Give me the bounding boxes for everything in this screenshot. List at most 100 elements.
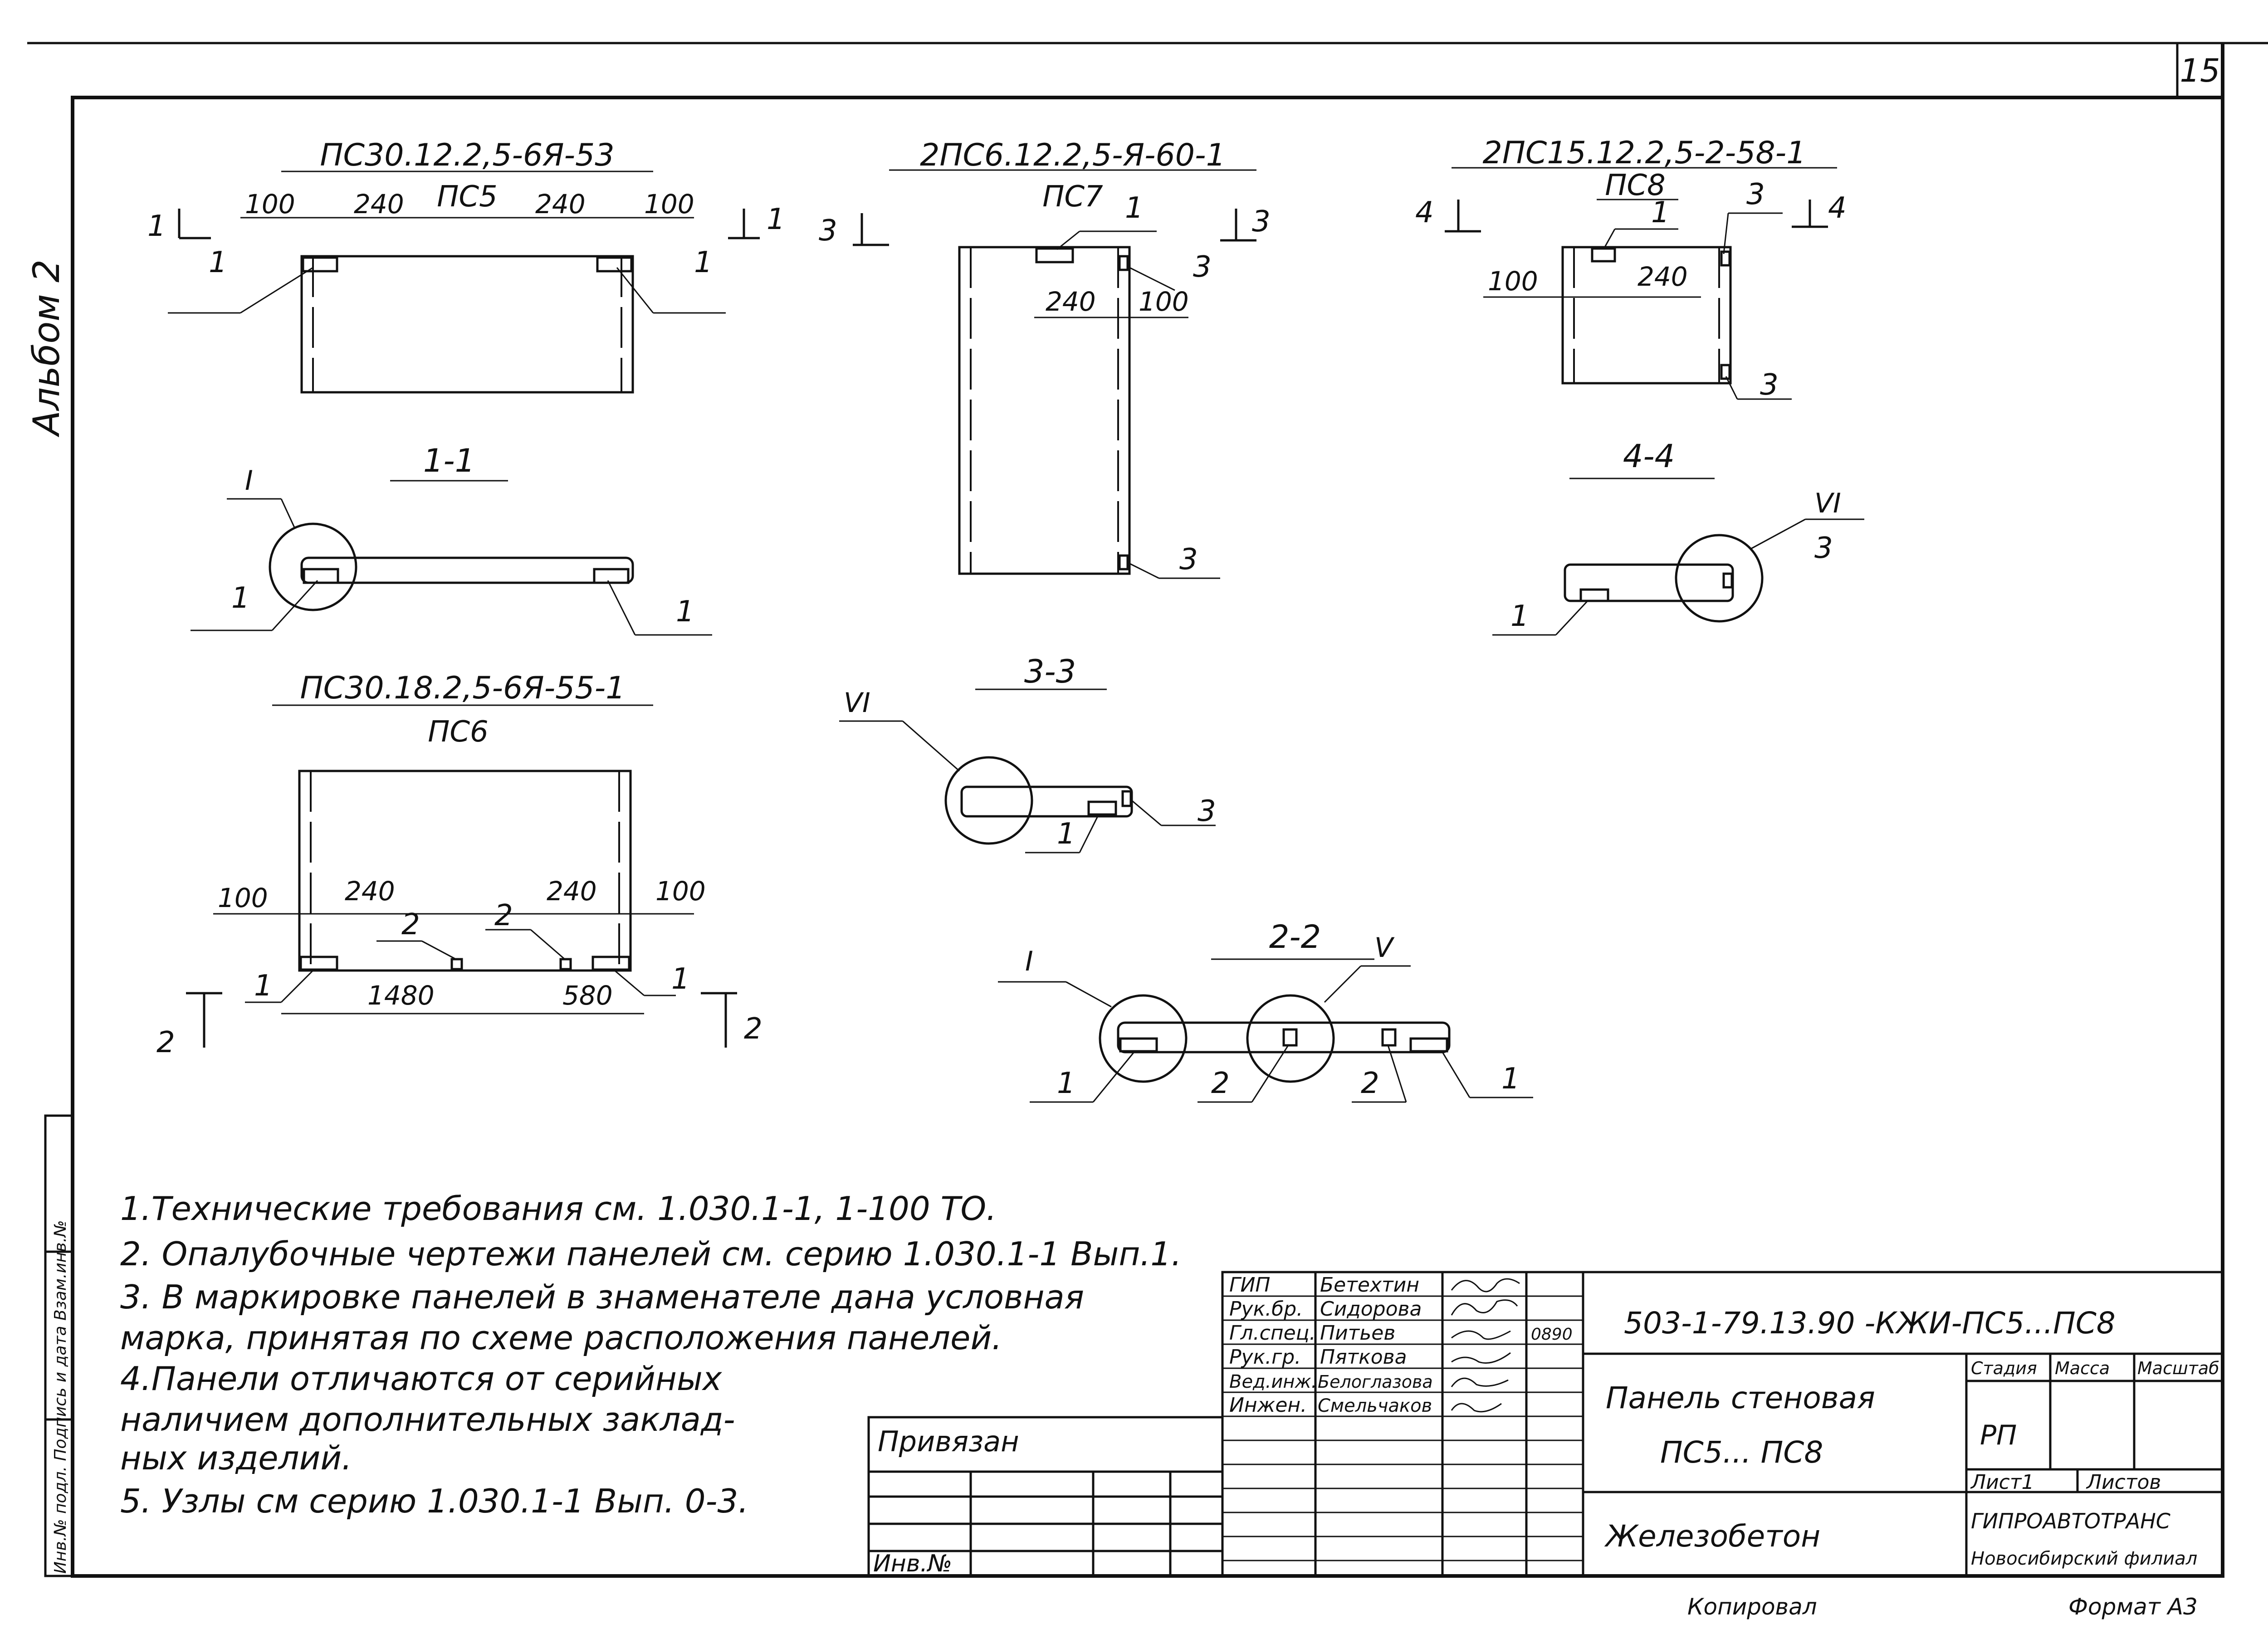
ps5-embed-left (302, 256, 338, 273)
staff-role-6: Инжен. (1229, 1394, 1307, 1417)
signature-1 (1451, 1278, 1520, 1293)
staff-date: 0890 (1531, 1325, 1573, 1344)
staff-name-1: Бетехтин (1320, 1273, 1419, 1297)
ps7-dim-100: 100 (1139, 286, 1189, 317)
section-1-1-embed-left (303, 568, 339, 584)
node-VI-leader-1-2 (902, 720, 960, 772)
notes: 1.Технические требования см. 1.030.1-1, … (120, 1190, 1182, 1520)
staff-role-3: Гл.спец. (1229, 1322, 1316, 1345)
section-2-2-callout-1-right: 1 (1501, 1062, 1520, 1096)
section-2-2-leader-2-left-2 (1251, 1045, 1289, 1102)
ps6-outline (298, 770, 632, 972)
ps6-dim-580: 580 (562, 980, 613, 1011)
ps5-embed-right (596, 256, 633, 273)
ps6-dim-100-right: 100 (655, 876, 706, 907)
ps5-callout-left: 1 (209, 246, 227, 279)
section-3-3-leader-3-2 (1131, 800, 1162, 826)
note-4: 4.Панели отличаются от серийных (120, 1360, 723, 1398)
ps7-leader-1-2 (1056, 230, 1080, 250)
page-number: 15 (2180, 52, 2220, 89)
section-4-4: 4-4 VI 3 1 (1492, 438, 1864, 636)
ps6-code: ПС6 (428, 715, 489, 749)
document-code: 503-1-79.13.90 -КЖИ-ПС5...ПС8 (1624, 1306, 2116, 1341)
section-1-1-callout-right: 1 (676, 595, 694, 629)
ps5-code: ПС5 (437, 180, 498, 214)
staff-role-5: Вед.инж. (1229, 1371, 1317, 1392)
ps6-leader-2-left-2 (421, 940, 456, 960)
ps7-callout-3-top: 3 (1193, 250, 1212, 284)
section-1-1-leader-right-2 (607, 580, 636, 635)
page-number-box (2176, 42, 2224, 99)
section-3-3-embed-side (1121, 790, 1132, 807)
ps7-embed-side-top (1118, 255, 1129, 271)
section-2-2-callout-2-right: 2 (1361, 1067, 1379, 1100)
stage-value: РП (1980, 1419, 2017, 1451)
ps8-dim-100: 100 (1488, 266, 1538, 297)
node-V-circle (1246, 994, 1335, 1083)
ps7-leader-3-top (1129, 267, 1175, 291)
staff-role-4: Рук.гр. (1229, 1346, 1301, 1369)
album-label: Альбом 2 (25, 259, 68, 438)
section-1-1-title: 1-1 (423, 442, 475, 479)
title-block: ГИП Бетехтин Рук.бр. Сидорова Гл.спец. П… (1221, 1271, 2224, 1577)
ps8-leader-1-2 (1603, 229, 1616, 250)
ps5-mark: ПС30.12.2,5-6Я-53 (320, 137, 614, 173)
ps6-cut-right: 2 (744, 1012, 763, 1046)
section-3-3-embed (1087, 800, 1117, 816)
section-4-4-title: 4-4 (1623, 438, 1675, 475)
ps8-embed-side-top (1720, 250, 1731, 267)
title-line-1: Панель стеновая (1606, 1380, 1875, 1415)
section-2-2-leader-2-right-2 (1387, 1045, 1407, 1102)
note-1: 1.Технические требования см. 1.030.1-1, … (120, 1190, 997, 1228)
panel-ps7: 2ПС6.12.2,5-Я-60-1 ПС7 240 100 1 3 3 3 3 (819, 137, 1271, 579)
ps8-embed-top (1591, 247, 1616, 263)
section-3-3-leader-1-2 (1079, 816, 1099, 853)
node-I-leader-2 (280, 498, 296, 529)
ps5-leader-right-2 (616, 267, 654, 313)
ps8-mark: 2ПС15.12.2,5-2-58-1 (1483, 135, 1806, 171)
title-line-2: ПС5... ПС8 (1660, 1435, 1823, 1470)
ps8-leader-3-top-2 (1723, 213, 1729, 254)
copied-label: Копировал (1687, 1594, 1817, 1620)
ps6-leader-1-right-2 (614, 970, 645, 996)
section-4-4-embed-side (1722, 572, 1733, 589)
section-4-4-callout-1: 1 (1510, 600, 1529, 633)
section-1-1-embed-right (593, 568, 630, 584)
ps5-callout-right: 1 (694, 246, 713, 279)
side-stamp (44, 1114, 74, 1577)
section-2-2-embed-mid-1 (1282, 1028, 1298, 1047)
sheets-label: Листов (2086, 1471, 2161, 1494)
section-2-2-leader-1-left-2 (1092, 1052, 1135, 1102)
node-V-leader-2 (1324, 965, 1362, 1003)
ps7-outline (958, 246, 1131, 575)
ps7-cut-right: 3 (1252, 205, 1271, 239)
section-2-2-embed-left (1119, 1037, 1158, 1053)
section-1-1-callout-left: 1 (231, 581, 250, 615)
staff-name-2: Сидорова (1320, 1297, 1422, 1321)
staff-name-6: Смельчаков (1318, 1395, 1432, 1416)
material: Железобетон (1604, 1519, 1820, 1554)
ps8-callout-1: 1 (1651, 196, 1670, 229)
col-mass: Масса (2055, 1358, 2110, 1378)
note-4-cont-1: наличием дополнительных заклад- (120, 1400, 735, 1439)
staff-name-5: Белоглазова (1318, 1372, 1433, 1392)
section-3-3-callout-3: 3 (1198, 795, 1216, 828)
ps6-callout-2-left: 2 (401, 908, 420, 941)
ps6-callout-1-left: 1 (254, 969, 273, 1003)
binding-block: Привязан Инв.№ (867, 1416, 1224, 1577)
node-VI-circle-2 (1675, 534, 1764, 623)
col-scale: Масштаб (2137, 1358, 2219, 1378)
ps6-callout-2-right: 2 (494, 899, 513, 932)
ps5-leader-left-2 (240, 267, 313, 314)
section-2-2-callout-1-left: 1 (1057, 1067, 1075, 1100)
staff-name-4: Пяткова (1320, 1346, 1407, 1369)
signature-4 (1451, 1352, 1511, 1364)
node-I-label-2: I (1025, 946, 1033, 977)
section-2-2: 2-2 I V 1 2 2 1 (998, 918, 1533, 1103)
ps5-cut-right: 1 (767, 203, 785, 236)
org-line-1: ГИПРОАВТОТРАНС (1971, 1509, 2170, 1533)
ps7-callout-1: 1 (1125, 191, 1144, 225)
ps5-dim-100-left: 100 (245, 189, 295, 219)
ps7-code: ПС7 (1042, 180, 1103, 214)
ps7-embed-top (1035, 247, 1074, 263)
